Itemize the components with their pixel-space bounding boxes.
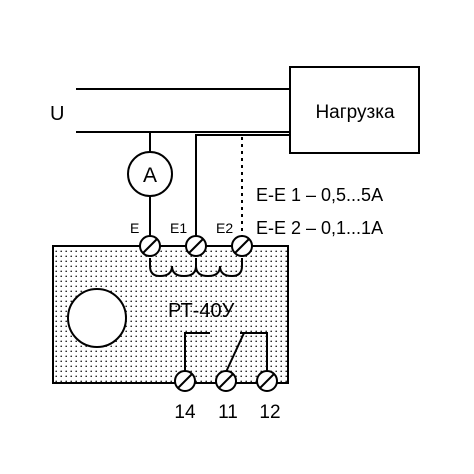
terminal-e1 bbox=[185, 235, 207, 257]
terminal-11 bbox=[215, 370, 237, 392]
supply-label: U bbox=[50, 103, 64, 125]
wire-load-to-e1 bbox=[195, 134, 290, 236]
terminal-label-e: E bbox=[130, 220, 139, 236]
device-label: РТ-40У bbox=[168, 300, 235, 322]
terminal-e2 bbox=[231, 235, 253, 257]
coil-winding bbox=[149, 258, 243, 278]
contact-wire-14 bbox=[184, 332, 210, 372]
terminal-12 bbox=[256, 370, 278, 392]
terminal-label-e1: E1 bbox=[170, 220, 187, 236]
contact-blade-11 bbox=[225, 332, 245, 373]
terminal-number-14: 14 bbox=[174, 402, 196, 423]
range-label-1: E-E 1 – 0,5...5A bbox=[256, 185, 383, 205]
load-label: Нагрузка bbox=[315, 102, 395, 123]
terminal-number-12: 12 bbox=[259, 402, 280, 423]
ammeter-label: A bbox=[143, 164, 157, 187]
range-label-2: E-E 2 – 0,1...1A bbox=[256, 218, 383, 238]
terminal-14 bbox=[174, 370, 196, 392]
terminal-number-11: 11 bbox=[218, 402, 238, 423]
terminal-e bbox=[139, 235, 161, 257]
relay-window bbox=[67, 288, 127, 348]
load-box bbox=[289, 66, 420, 154]
contact-wire-12 bbox=[240, 332, 268, 372]
terminal-label-e2: E2 bbox=[216, 220, 233, 236]
